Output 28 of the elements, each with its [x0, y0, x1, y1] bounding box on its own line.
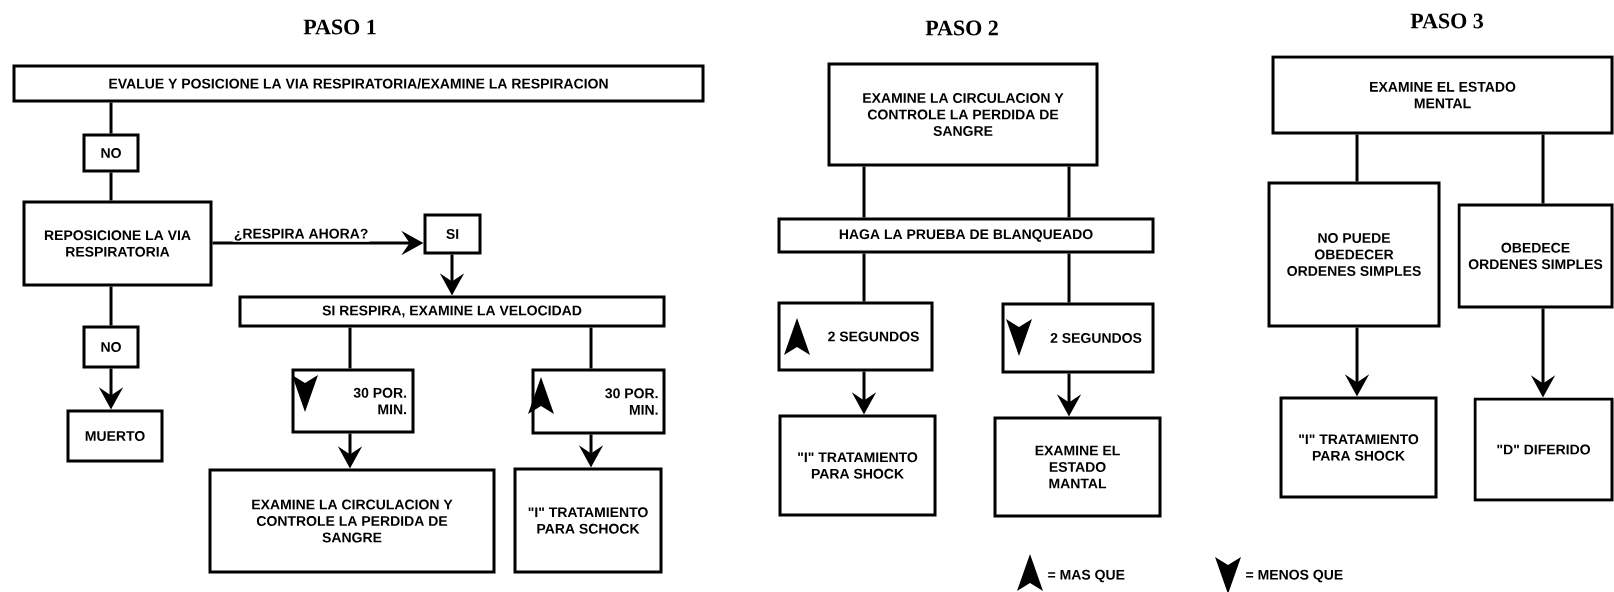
process-box: EXAMINE EL ESTADO MANTAL — [993, 416, 1162, 518]
process-box: OBEDECE ORDENES SIMPLES — [1457, 203, 1614, 309]
process-box: "I" TRATAMIENTO PARA SHOCK — [778, 414, 937, 517]
step-title: PASO 1 — [303, 19, 376, 35]
process-box: NO — [82, 133, 140, 173]
process-box: EXAMINE LA CIRCULACION Y CONTROLE LA PERDIDA DE SANGRE — [208, 468, 496, 574]
process-box: SI RESPIRA, EXAMINE LA VELOCIDAD — [238, 295, 666, 328]
edge-label: ¿RESPIRA AHORA? — [232, 227, 370, 242]
process-box: REPOSICIONE LA VIA RESPIRATORIA — [22, 200, 213, 287]
process-box: "I" TRATAMIENTO PARA SCHOCK — [513, 467, 663, 574]
process-box: EXAMINE LA CIRCULACION Y CONTROLE LA PERDIDA DE SANGRE — [827, 62, 1099, 167]
legend-text: = MENOS QUE — [1246, 569, 1343, 583]
process-box: NO — [82, 325, 140, 369]
step-title: PASO 2 — [925, 20, 998, 36]
process-box: 2 SEGUNDOS — [1001, 302, 1155, 374]
process-box: NO PUEDE OBEDECER ORDENES SIMPLES — [1267, 181, 1441, 328]
process-box: MUERTO — [66, 409, 164, 463]
legend-text: = MAS QUE — [1048, 569, 1125, 583]
step-title: PASO 3 — [1410, 13, 1484, 29]
process-box: SI — [423, 213, 482, 255]
process-box: "I" TRATAMIENTO PARA SHOCK — [1279, 396, 1438, 499]
process-box: HAGA LA PRUEBA DE BLANQUEADO — [777, 217, 1155, 254]
process-box: EXAMINE EL ESTADO MENTAL — [1271, 55, 1614, 135]
process-box: 30 POR. MIN. — [531, 368, 666, 435]
process-box: 2 SEGUNDOS — [777, 301, 934, 372]
process-box: "D" DIFERIDO — [1473, 397, 1614, 502]
process-box: 30 POR. MIN. — [291, 368, 415, 434]
process-box: EVALUE Y POSICIONE LA VIA RESPIRATORIA/EXAMINE LA RESPIRACION — [12, 64, 705, 103]
